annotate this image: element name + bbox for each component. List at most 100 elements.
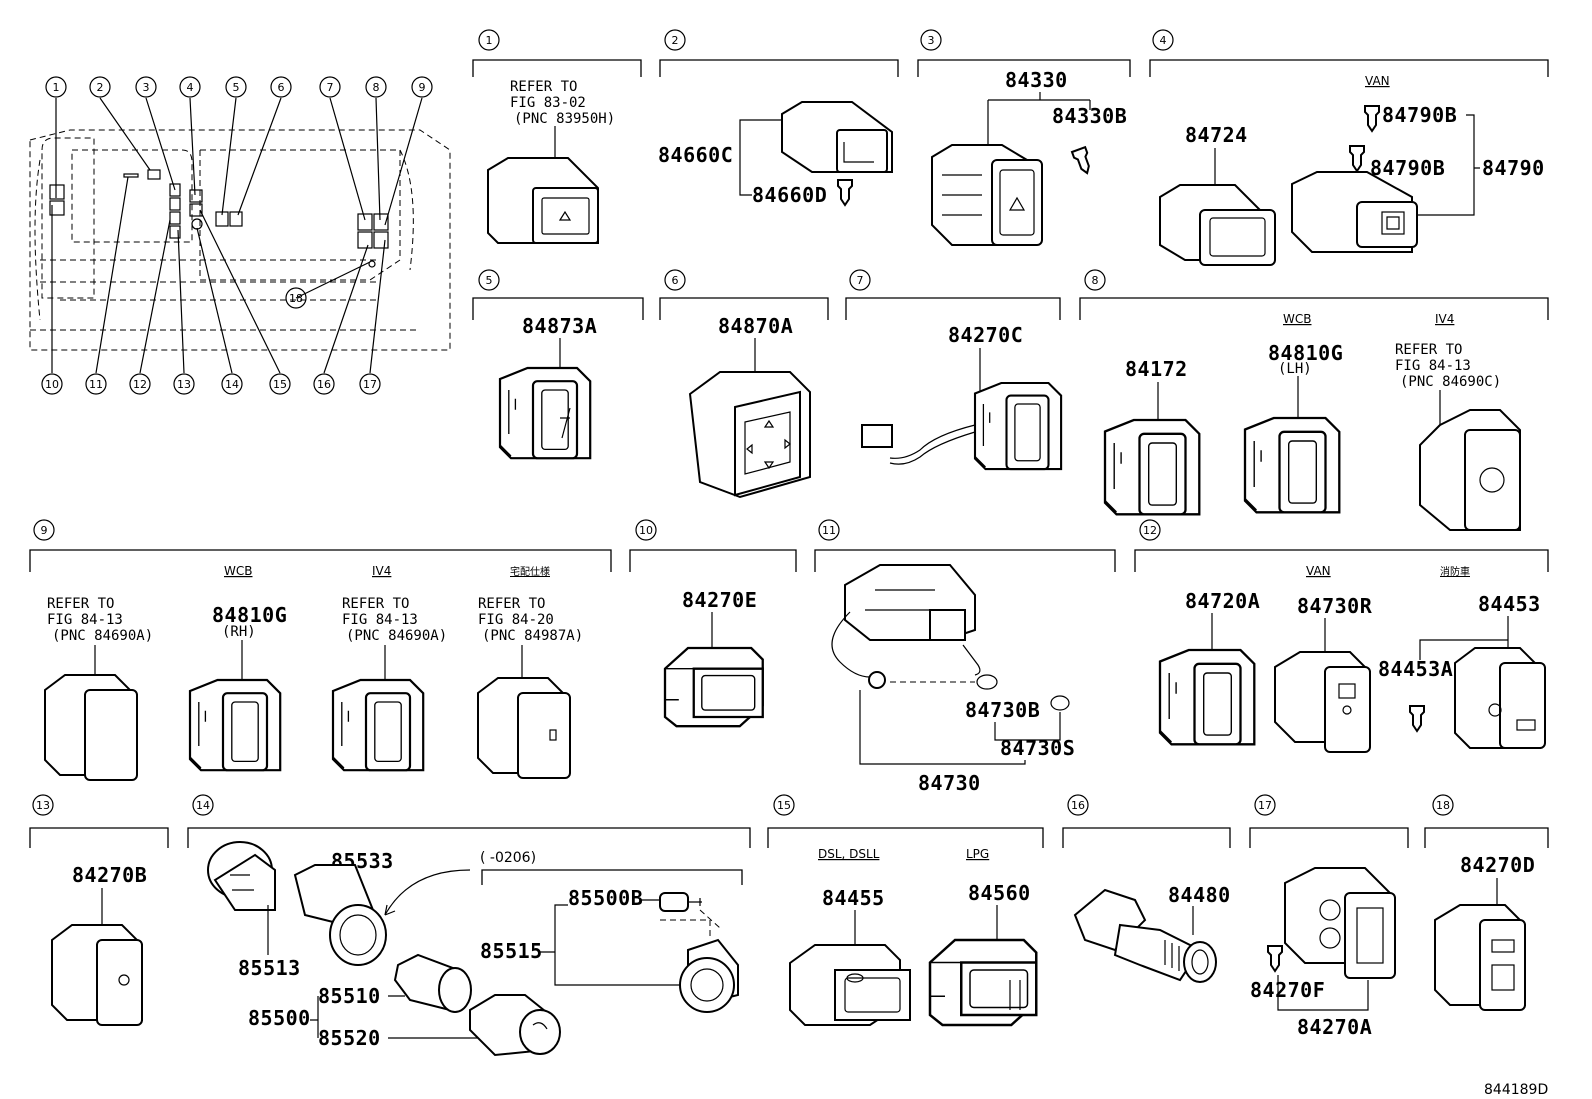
part-85510: 85510	[318, 984, 381, 1008]
part-84270E: 84270E	[682, 588, 757, 612]
part-84730B: 84730B	[965, 698, 1040, 722]
section-9-ref-a-line1: REFER TO	[47, 596, 114, 612]
section-12-caption-van: VAN	[1306, 564, 1331, 578]
part-84270D: 84270D	[1460, 853, 1535, 877]
section-8-caption-iv4: IV4	[1435, 312, 1454, 326]
section-10-number: 10	[639, 524, 653, 537]
part-85515: 85515	[480, 939, 543, 963]
part-84730R: 84730R	[1297, 594, 1373, 618]
part-84810G-rh: 84810G	[212, 603, 287, 627]
callout-9: 9	[419, 81, 426, 94]
overview-callouts-bottom: 10 11 12 13 14 15 16 17 18	[41, 287, 381, 395]
section-15-switch-b	[928, 938, 1038, 1027]
section-1-ref-line2: FIG 83-02	[510, 95, 586, 111]
section-9-sublabel-rh: (RH)	[222, 624, 256, 640]
section-14-socket	[293, 864, 387, 966]
section-14-plug	[393, 953, 472, 1013]
section-5: 5 84873A	[472, 269, 644, 460]
section-17-switch	[1284, 867, 1396, 979]
section-3: 3 84330 84330B	[917, 29, 1131, 246]
section-9-switch-a	[44, 674, 138, 781]
callout-15: 15	[273, 378, 287, 391]
callout-11: 11	[89, 378, 103, 391]
section-10: 10 84270E	[629, 519, 797, 728]
callout-7: 7	[327, 81, 334, 94]
section-9-ref-c-line3: (PNC 84987A)	[482, 628, 583, 644]
section-2-number: 2	[672, 34, 679, 47]
section-16-number: 16	[1071, 799, 1085, 812]
callout-16: 16	[317, 378, 331, 391]
section-12: 12 VAN 消防車 84720A 84730R 84453 84453A	[1134, 519, 1549, 753]
section-18-number: 18	[1436, 799, 1450, 812]
section-8-ref-line1: REFER TO	[1395, 342, 1462, 358]
section-9-switch-d	[477, 677, 571, 779]
section-12-number: 12	[1143, 524, 1157, 537]
section-14-bulb	[659, 892, 702, 912]
section-14-socket-shell	[207, 841, 276, 911]
callout-1: 1	[53, 81, 60, 94]
section-9-switch-b	[188, 678, 282, 772]
part-84873A: 84873A	[522, 314, 597, 338]
section-1-ref-line3: (PNC 83950H)	[514, 111, 615, 127]
section-9-switch-c	[331, 678, 425, 772]
callout-18: 18	[289, 292, 303, 305]
section-7-switch	[973, 381, 1063, 471]
section-6-switch	[688, 371, 811, 499]
section-1-switch	[487, 157, 599, 244]
section-13-switch	[51, 924, 143, 1026]
part-84660C: 84660C	[658, 143, 733, 167]
callout-8: 8	[373, 81, 380, 94]
part-84330B: 84330B	[1052, 104, 1127, 128]
section-13-number: 13	[36, 799, 50, 812]
section-11-number: 11	[822, 524, 836, 537]
section-9-ref-a-line2: FIG 84-13	[47, 612, 123, 628]
part-85520: 85520	[318, 1026, 381, 1050]
section-8-caption-wcb: WCB	[1283, 312, 1311, 326]
overview-callouts-top: 1 2 3 4 5 6 7 8 9	[45, 76, 433, 98]
callout-13: 13	[177, 378, 191, 391]
section-17-number: 17	[1258, 799, 1272, 812]
part-84172: 84172	[1125, 357, 1188, 381]
section-14-range: ( -0206)	[480, 850, 536, 866]
section-4: 4 VAN 84724 84790B 84790B 84790	[1149, 29, 1549, 266]
part-84790B-a: 84790B	[1382, 103, 1457, 127]
section-18-switch	[1434, 904, 1526, 1011]
diagram-code: 844189D	[1484, 1082, 1548, 1098]
callout-5: 5	[233, 81, 240, 94]
callout-2: 2	[97, 81, 104, 94]
part-85513: 85513	[238, 956, 301, 980]
section-11-unit	[844, 564, 981, 676]
section-8-switch-a	[1103, 418, 1201, 516]
section-15-caption-lpg: LPG	[966, 847, 989, 861]
section-9-caption-iv4: IV4	[372, 564, 391, 578]
section-14-socket-ring	[679, 938, 739, 1013]
section-3-number: 3	[928, 34, 935, 47]
section-9: 9 WCB IV4 宅配仕様 REFER TO FIG 84-13 (PNC 8…	[29, 519, 612, 781]
section-3-switch	[931, 144, 1043, 246]
section-1: 1 REFER TO FIG 83-02 (PNC 83950H)	[472, 29, 642, 244]
callout-12: 12	[133, 378, 147, 391]
section-1-number: 1	[486, 34, 493, 47]
section-9-ref-c-line1: REFER TO	[478, 596, 545, 612]
section-9-ref-b-line1: REFER TO	[342, 596, 409, 612]
callout-6: 6	[278, 81, 285, 94]
callout-14: 14	[225, 378, 239, 391]
part-84330: 84330	[1005, 68, 1068, 92]
section-2: 2 84660C 84660D	[658, 29, 899, 207]
section-15-switch-a	[789, 944, 911, 1026]
callout-3: 3	[143, 81, 150, 94]
section-12-switch-c	[1454, 647, 1546, 749]
part-84270C: 84270C	[948, 323, 1023, 347]
section-1-ref-line1: REFER TO	[510, 79, 577, 95]
section-5-number: 5	[486, 274, 493, 287]
part-84453A: 84453A	[1378, 657, 1453, 681]
section-18: 18 84270D	[1424, 794, 1549, 1011]
section-9-ref-c-line2: FIG 84-20	[478, 612, 554, 628]
section-11: 11 84730B 84730S 84730	[814, 519, 1116, 795]
section-12-switch-a	[1158, 648, 1256, 746]
section-8-switch-b	[1243, 416, 1341, 514]
part-84790: 84790	[1482, 156, 1545, 180]
part-84724: 84724	[1185, 123, 1248, 147]
part-84730S: 84730S	[1000, 736, 1075, 760]
